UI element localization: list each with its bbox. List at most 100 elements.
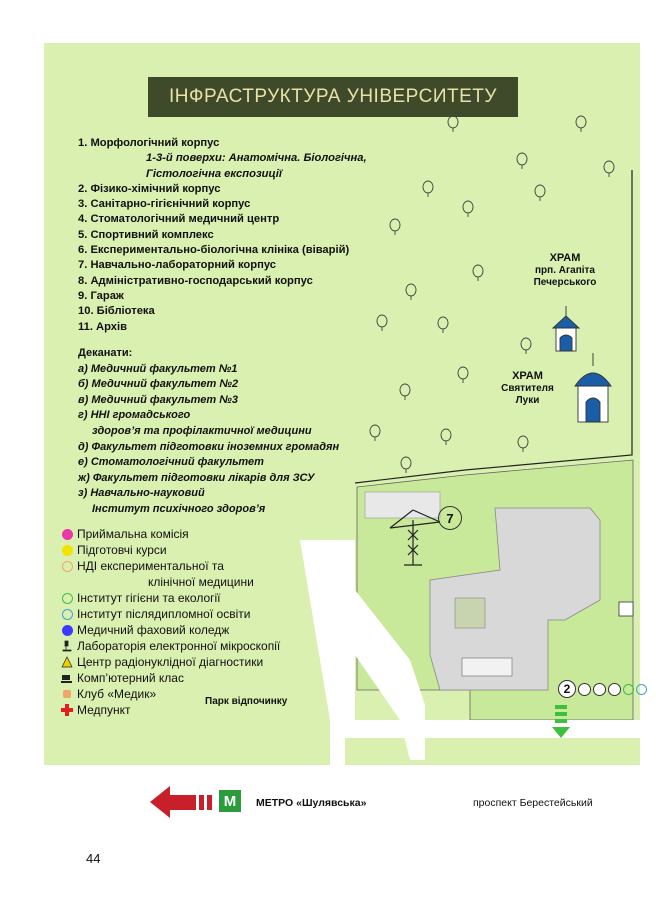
building-2-marker[interactable]: 2: [558, 680, 576, 698]
avenue-label: проспект Берестейський: [473, 797, 593, 809]
temple-1-icon: [551, 306, 581, 352]
dean-item: здоров’я та профілактичної медицини: [92, 424, 312, 437]
metro-box: [219, 790, 241, 812]
building-item: 9. Гараж: [78, 289, 124, 302]
dean-item: ж) Факультет підготовки лікарів для ЗСУ: [78, 471, 315, 484]
building-item: 6. Експериментально-біологічна клініка (…: [78, 244, 350, 257]
blue-ring-icon: [636, 683, 647, 695]
trees: [369, 115, 615, 473]
building-item: 1. Морфологічний корпус: [78, 137, 220, 149]
territory-boundary: [354, 170, 633, 484]
legend-row: Інститут гігієни та екології: [60, 590, 280, 606]
building-1-sub: Гістологічна експозиції: [146, 167, 282, 180]
dean-item: а) Медичний факультет №1: [78, 362, 238, 375]
page-number: 44: [86, 851, 101, 866]
building-item: 3. Санітарно-гігієнічний корпус: [78, 198, 251, 211]
park-label: Парк відпочинку: [205, 696, 288, 707]
building-item: 10. Бібліотека: [78, 305, 155, 318]
temple-1-label: ХРАМ прп. Агапіта Печерського: [533, 252, 597, 288]
faculty-marker-icon: [593, 682, 606, 696]
road-diagonal: [355, 590, 425, 760]
legend-label: Приймальна комісія: [77, 527, 189, 541]
microscope-icon: [60, 639, 74, 653]
legend-row: Приймальна комісія: [60, 526, 280, 542]
dean-item: в) Медичний факультет №3: [78, 393, 238, 406]
legend-row: Комп’ютерний клас: [60, 670, 280, 686]
building-7-marker[interactable]: 7: [438, 506, 462, 530]
legend-row: Інститут післядипломної освіти: [60, 606, 280, 622]
building-item: 11. Архів: [78, 320, 128, 333]
legend-label: Інститут післядипломної освіти: [77, 607, 251, 621]
legend-label: Медичний фаховий коледж: [77, 623, 230, 637]
dean-item: б) Медичний факультет №2: [78, 378, 239, 391]
crane-icon: [389, 509, 441, 566]
blue-ring-icon: [60, 607, 74, 621]
legend-label: Клуб «Медик»: [77, 687, 157, 701]
green-ring-icon: [60, 591, 74, 605]
legend-label: Підготовчі курси: [77, 543, 167, 557]
dean-item: д) Факультет підготовки іноземних громад…: [78, 440, 340, 453]
yellow-dot-icon: [60, 543, 74, 557]
legend: Приймальна комісія Підготовчі курси НДІ …: [60, 526, 280, 718]
temple-2-icon: [574, 353, 612, 423]
building-item: 2. Фізико-хімічний корпус: [78, 182, 221, 195]
building-item: 4. Стоматологічний медичний центр: [78, 213, 280, 226]
orange-ring-icon: [60, 559, 74, 573]
page-title: ІНФРАСТРУКТУРА УНІВЕРСИТЕТУ: [169, 86, 497, 107]
legend-label: Комп’ютерний клас: [77, 671, 184, 685]
radiation-icon: [60, 655, 74, 669]
metro-label: МЕТРО «Шулявська»: [256, 797, 367, 809]
legend-label: клінічної медицини: [148, 575, 254, 589]
building-block-small: [454, 597, 486, 629]
buildings-list: 1. Морфологічний корпус 1-3-й поверхи: А…: [78, 136, 367, 335]
road-west: [300, 540, 355, 720]
main-building-block: [429, 507, 601, 691]
sign-board: [461, 657, 513, 677]
computer-icon: [60, 671, 74, 685]
title-banner: ІНФРАСТРУКТУРА УНІВЕРСИТЕТУ: [148, 77, 518, 117]
legend-row: Підготовчі курси: [60, 542, 280, 558]
legend-label: Медпункт: [77, 703, 131, 717]
temple-2-label: ХРАМ Святителя Луки: [501, 370, 554, 406]
red-cross-icon: [60, 703, 74, 717]
faculty-marker-icon: [578, 682, 591, 696]
blue-dot-icon: [60, 623, 74, 637]
building-2-icon-strip: 2: [558, 680, 647, 698]
building-item: 7. Навчально-лабораторний корпус: [78, 259, 276, 272]
green-ring-icon: [623, 683, 634, 695]
magenta-dot-icon: [60, 527, 74, 541]
club-icon: [60, 687, 74, 701]
building-1-sub: 1-3-й поверхи: Анатомічна. Біологічна,: [146, 152, 367, 165]
deans-list: Деканати: а) Медичний факультет №1 б) Ме…: [78, 346, 339, 518]
deans-heading: Деканати:: [78, 347, 133, 359]
legend-row: Центр радіонуклідної діагностики: [60, 654, 280, 670]
legend-row: Лабораторія електронної мікроскопії: [60, 638, 280, 654]
info-sign: [618, 601, 634, 617]
dean-item: е) Стоматологічний факультет: [78, 456, 264, 469]
legend-label: Центр радіонуклідної діагностики: [77, 655, 264, 669]
building-block-left: [364, 491, 441, 519]
legend-row: Клуб «Медик»: [60, 686, 280, 702]
metro-letter: М: [223, 792, 237, 810]
road-west-lower: [44, 723, 344, 765]
legend-row: Медичний фаховий коледж: [60, 622, 280, 638]
building-item: 5. Спортивний комплекс: [78, 228, 214, 241]
dean-item: Інститут психічного здоров’я: [92, 502, 266, 515]
legend-row: Медпункт: [60, 702, 280, 718]
faculty-marker-icon: [608, 682, 621, 696]
legend-label: Інститут гігієни та екології: [77, 591, 221, 605]
legend-row: клінічної медицини: [60, 574, 280, 590]
metro-arrow-icon: [150, 786, 212, 818]
road-feeder: [330, 720, 345, 765]
road-parallel: [340, 720, 640, 738]
dean-item: з) Навчально-науковий: [78, 487, 205, 500]
road-avenue: [44, 765, 640, 827]
legend-label: НДІ експериментальної та: [77, 559, 224, 573]
legend-label: Лабораторія електронної мікроскопії: [77, 639, 281, 653]
dean-item: г) ННІ громадського: [78, 409, 191, 422]
legend-row: НДІ експериментальної та: [60, 558, 280, 574]
building-item: 8. Адміністративно-господарський корпус: [78, 274, 313, 287]
entrance-arrow-icon: [552, 705, 570, 738]
